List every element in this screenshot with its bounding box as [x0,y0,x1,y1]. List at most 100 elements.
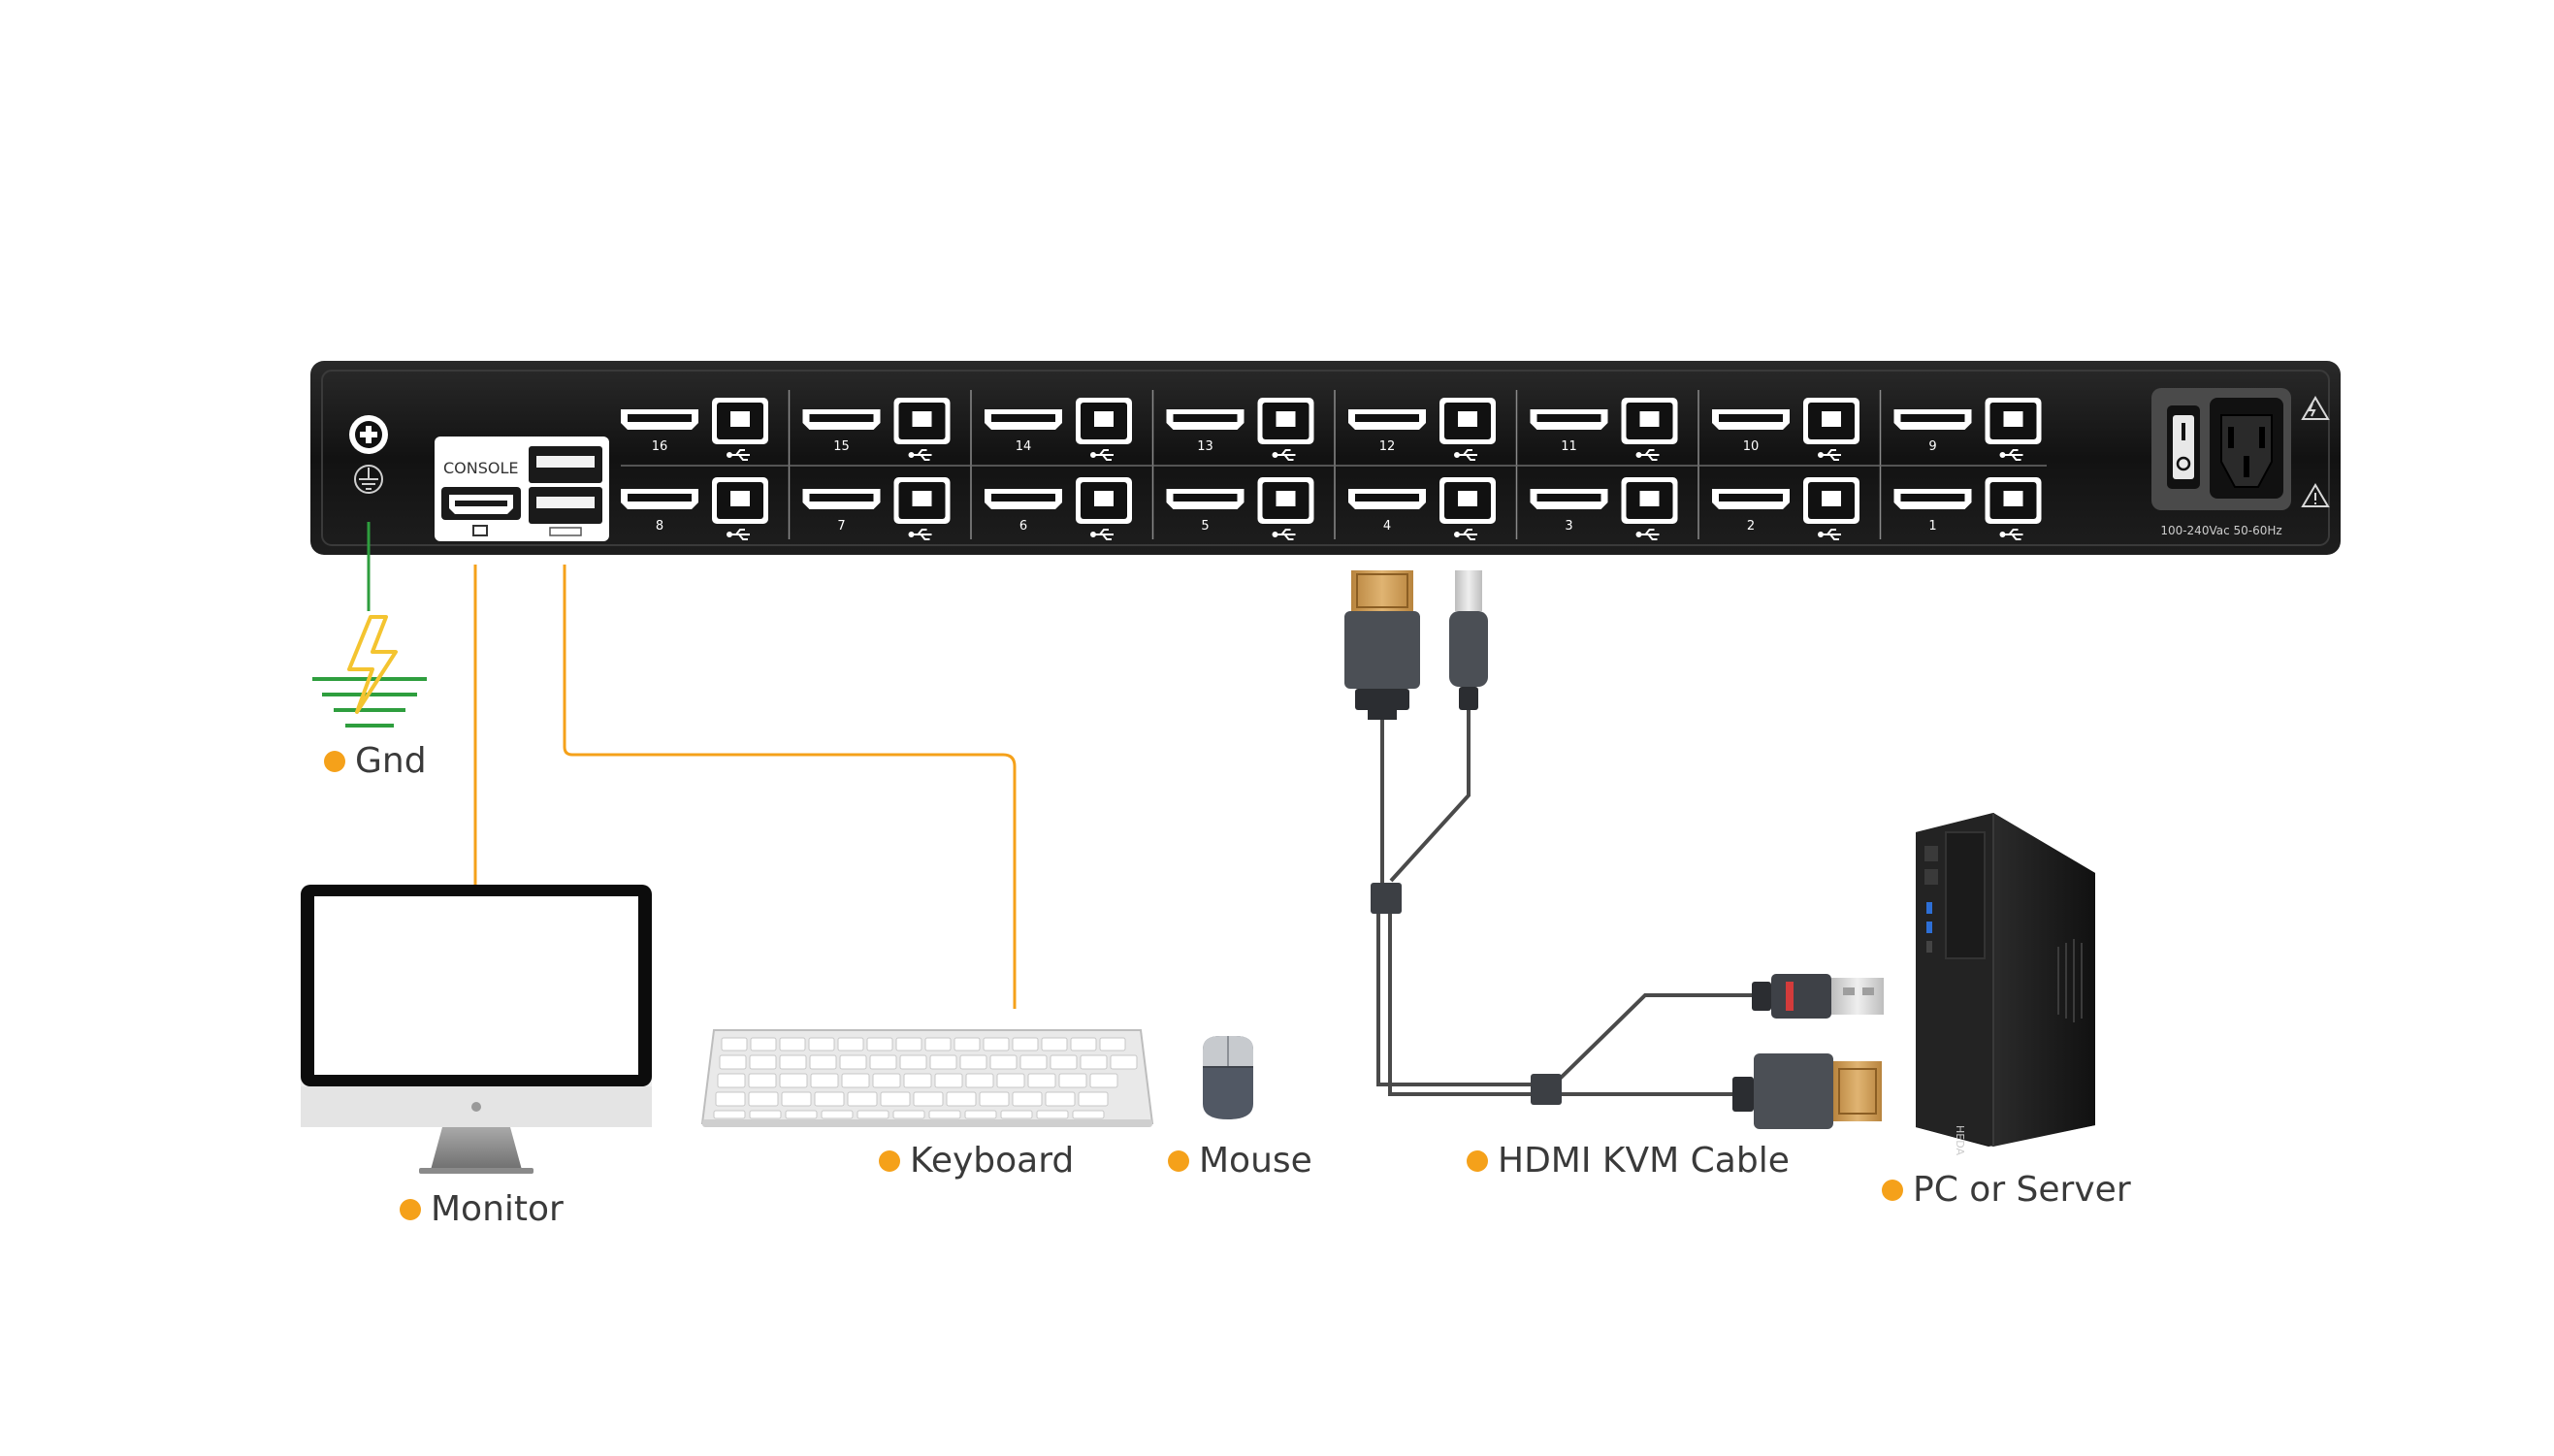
port-number-label: 15 [833,439,850,454]
keyboard-key [954,1037,981,1052]
usb-port-icon [1257,477,1314,524]
hdmi-connector-top [1344,570,1420,720]
port-number-label: 16 [652,439,668,454]
port-number-label: 13 [1197,439,1213,454]
bullet-dot [1882,1179,1903,1201]
hdmi-port-icon [1348,409,1426,430]
keyboard-key [1019,1054,1048,1070]
keyboard-key [946,1091,977,1107]
keyboard-key [837,1037,864,1052]
port-group: 2 [1712,477,1859,540]
keyboard-key [964,1110,997,1119]
usb-symbol-icon [1454,529,1477,540]
usb-port-icon [1803,398,1859,444]
keyboard-key [857,1110,889,1119]
usb-symbol-icon [1090,529,1114,540]
keyboard-key [1080,1054,1108,1070]
port-group: 9 [1893,398,2042,461]
usb-port-icon [529,446,602,536]
port-group: 1 [1893,477,2042,540]
usb-symbol-icon [1999,449,2023,461]
hdmi-port-icon [1166,489,1245,509]
port-number-label: 2 [1747,519,1755,534]
keyboard-illustration [700,1029,1154,1127]
port-group: 13 [1166,398,1314,461]
hdmi-port-icon [621,489,698,509]
port-number-label: 3 [1565,519,1572,534]
keyboard-cable [563,565,1017,1009]
pc-server-label-text: PC or Server [1913,1170,2131,1210]
usb-symbol-icon [1454,449,1477,461]
usb-symbol-icon [1999,529,2023,540]
port-number-label: 11 [1561,439,1577,454]
console-label: CONSOLE [443,459,519,477]
keyboard-key [721,1037,748,1052]
keyboard-key [872,1073,901,1088]
pc-brand-label: HEDA [1954,1125,1966,1155]
hdmi-port-icon [1712,409,1790,430]
hdmi-port-icon [1348,489,1426,509]
bullet-dot [879,1149,900,1172]
usb-port-icon [1076,477,1132,524]
keyboard-key [929,1054,957,1070]
hdmi-port-icon [441,487,521,536]
usb-port-icon [1076,398,1132,444]
hdmi-port-icon [802,409,881,430]
port-number-label: 12 [1379,439,1396,454]
keyboard-key [749,1054,777,1070]
usb-port-icon [1257,398,1314,444]
keyboard-key [1036,1110,1069,1119]
lightning-icon [347,615,398,714]
keyboard-key [1012,1037,1039,1052]
hdmi-kvm-cable-label-text: HDMI KVM Cable [1498,1141,1790,1181]
usb-b-connector-top [1449,570,1488,710]
port-group: 12 [1348,398,1496,461]
hdmi-connector-bottom [1732,1053,1882,1129]
power-switch-icon [2167,405,2200,489]
keyboard-key [1041,1037,1068,1052]
keyboard-key [1070,1037,1097,1052]
bullet-dot [1467,1149,1488,1172]
port-group: 8 [621,477,768,540]
keyboard-label: Keyboard [879,1141,1074,1181]
usb-symbol-icon [1635,449,1660,461]
keyboard-key [924,1037,952,1052]
keyboard-key [928,1110,961,1119]
keyboard-key [719,1054,747,1070]
hdmi-port-icon [1712,489,1790,509]
pc-server-label: PC or Server [1882,1170,2131,1210]
keyboard-key [965,1073,994,1088]
port-group: 10 [1712,398,1859,461]
gnd-label-text: Gnd [355,741,427,781]
monitor-label-text: Monitor [431,1189,564,1229]
ground-connection [312,522,427,728]
gnd-label: Gnd [324,741,427,781]
usb-symbol-icon [908,529,932,540]
port-number-label: 14 [1016,439,1032,454]
keyboard-key [866,1037,893,1052]
port-number-label: 6 [1019,519,1027,534]
keyboard-key [779,1073,808,1088]
console-cables [473,565,1017,1009]
usb-port-icon [1985,477,2042,524]
warning-triangle-icon [2301,396,2330,507]
keyboard-key [1089,1073,1118,1088]
usb-port-icon [712,398,768,444]
port-group: 6 [985,477,1132,540]
usb-port-icon [1803,477,1859,524]
usb-symbol-icon [1272,529,1296,540]
usb-port-icon [893,398,951,444]
usb-port-icon [1439,398,1496,444]
keyboard-key [996,1073,1025,1088]
port-number-label: 7 [837,519,845,534]
keyboard-key [1110,1054,1138,1070]
keyboard-key [979,1091,1010,1107]
port-number-label: 10 [1743,439,1760,454]
keyboard-key [1050,1054,1078,1070]
port-group: 3 [1530,477,1678,540]
power-rating-label: 100-240Vac 50-60Hz [2160,524,2281,537]
hdmi-port-icon [985,489,1062,509]
keyboard-key [1012,1091,1043,1107]
keyboard-key [748,1091,779,1107]
